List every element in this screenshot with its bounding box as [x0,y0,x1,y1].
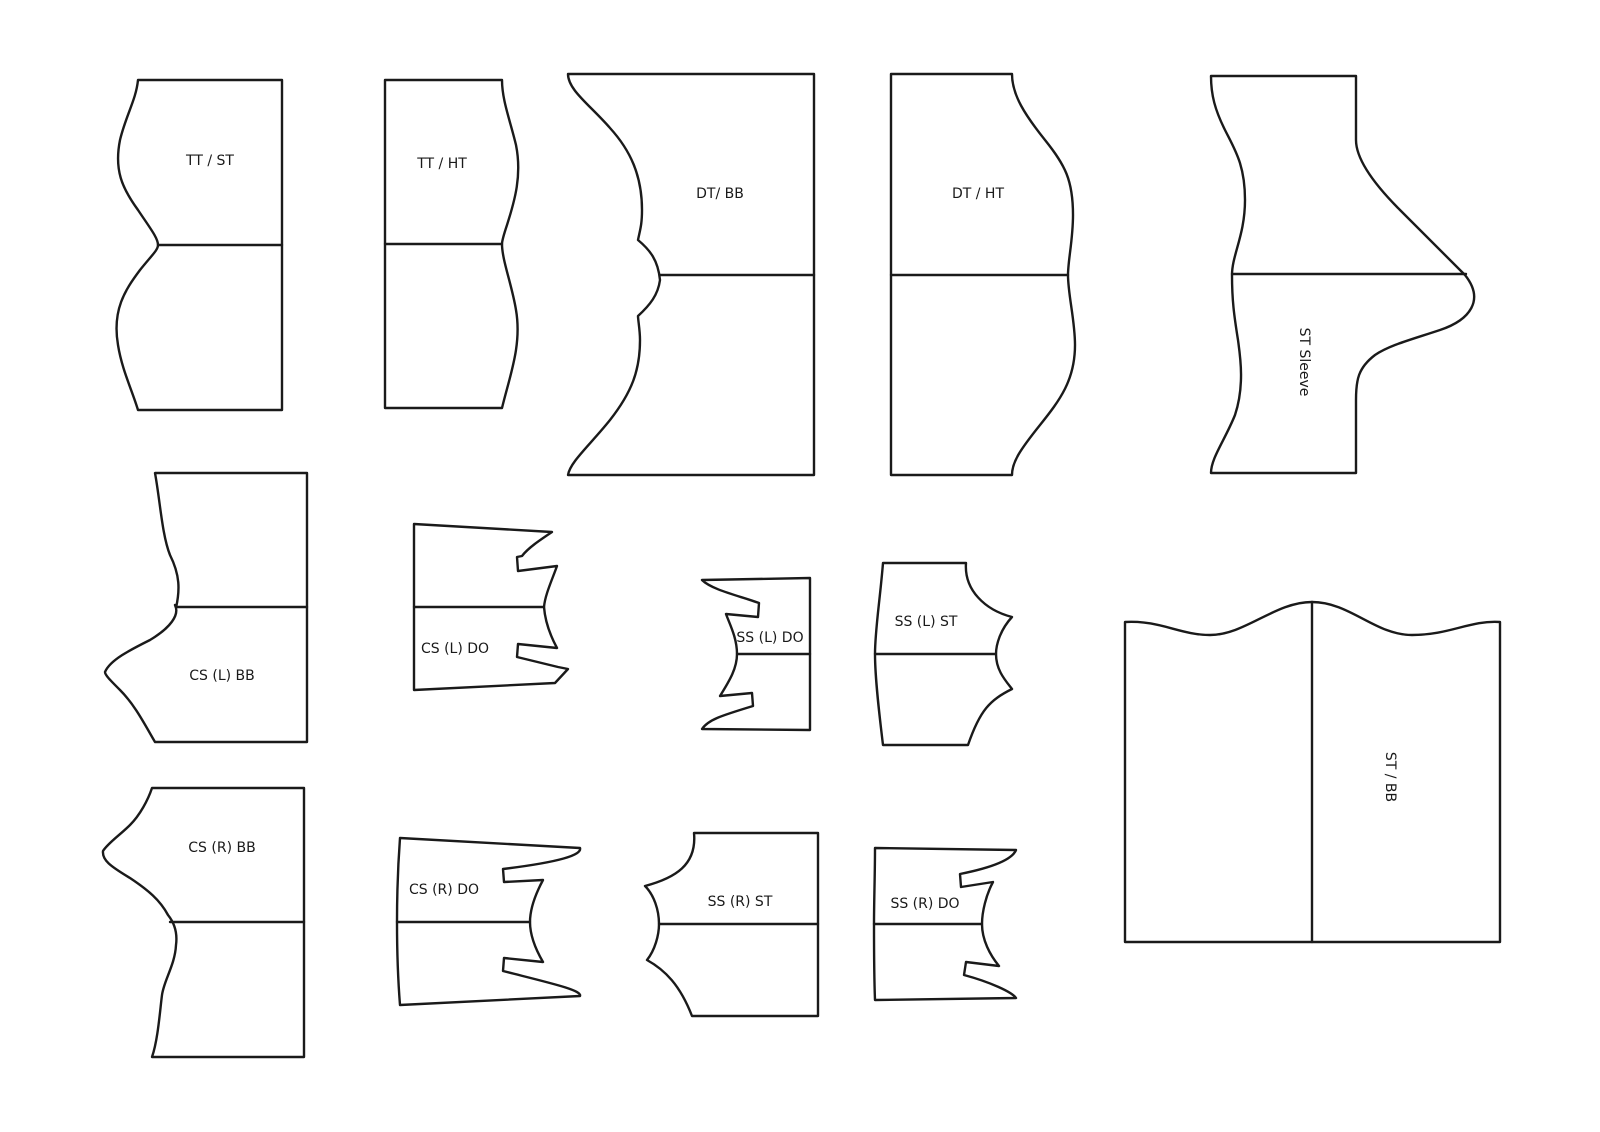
piece-label: DT / HT [952,186,1004,202]
piece-label: ST Sleeve [1296,328,1312,397]
pattern-piece-cs-r-bb: CS (R) BB [101,786,306,1059]
piece-label: CS (L) BB [189,668,255,684]
pattern-piece-cs-l-bb: CS (L) BB [103,471,309,744]
pattern-piece-ss-l-st: SS (L) ST [873,561,1014,747]
piece-label: SS (R) ST [708,894,773,910]
pattern-piece-st-bb: ST / BB [1123,600,1502,944]
pattern-piece-ss-l-do: SS (L) DO [700,576,812,732]
piece-label: SS (R) DO [890,896,959,912]
piece-label: DT/ BB [696,186,744,202]
pattern-piece-cs-l-do: CS (L) DO [412,522,570,692]
pattern-piece-tt-st: TT / ST [115,78,284,412]
pattern-piece-cs-r-do: CS (R) DO [395,836,582,1007]
pattern-piece-tt-ht: TT / HT [383,78,520,410]
piece-label: CS (L) DO [421,641,489,657]
pattern-piece-dt-ht: DT / HT [889,72,1077,477]
pattern-piece-st-sleeve: ST Sleeve [1209,74,1476,475]
piece-label: ST / BB [1382,752,1398,802]
pattern-piece-ss-r-do: SS (R) DO [872,846,1018,1002]
piece-label: TT / HT [416,156,467,172]
piece-label: SS (L) DO [736,630,803,646]
piece-label: TT / ST [185,153,234,169]
pattern-piece-dt-bb: DT/ BB [566,72,816,477]
piece-label: CS (R) BB [188,840,255,856]
piece-label: CS (R) DO [409,882,479,898]
pattern-piece-ss-r-st: SS (R) ST [643,831,820,1018]
piece-label: SS (L) ST [895,614,958,630]
